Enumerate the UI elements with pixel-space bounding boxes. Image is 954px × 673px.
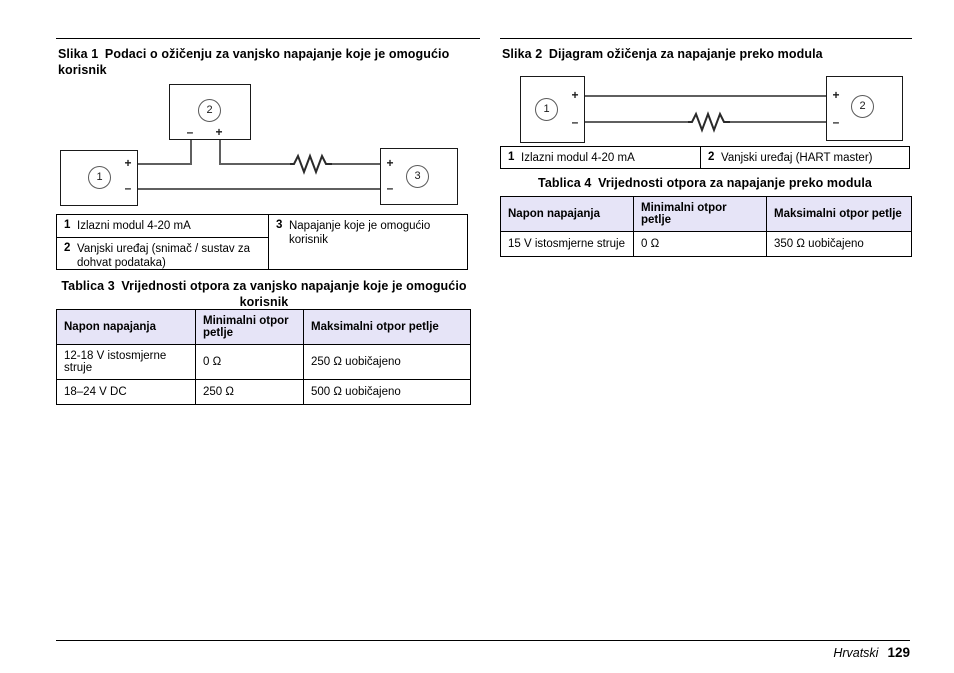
figure1-box2-plus-terminal: + xyxy=(215,125,223,139)
table3-header-cell: Maksimalni otpor petlje xyxy=(303,309,471,345)
legend-item-value: Vanjski uređaj (snimač / sustav za dohva… xyxy=(77,243,250,269)
figure1-legend-column-right: 3 Napajanje koje je omogućio korisnik xyxy=(267,215,467,269)
figure2-box2-plus-terminal: + xyxy=(832,88,840,102)
table4-header-row: Napon napajanja Minimalni otpor petlje M… xyxy=(500,196,912,232)
legend-item-value: Izlazni modul 4-20 mA xyxy=(521,152,635,164)
figure1-resistor-symbol xyxy=(290,153,332,175)
figure1-box3-plus-terminal: + xyxy=(386,156,394,170)
figure1-box2-minus-terminal: – xyxy=(186,125,194,139)
legend-item-key: 2 xyxy=(708,151,715,163)
figure1-caption-number: Slika 1 xyxy=(58,47,99,61)
legend-item-value: Vanjski uređaj (HART master) xyxy=(721,152,873,164)
table3-cell: 500 Ω uobičajeno xyxy=(303,379,471,405)
figure2-caption-text: Dijagram ožičenja za napajanje preko mod… xyxy=(548,47,823,61)
table3-cell: 12-18 V istosmjerne struje xyxy=(56,344,196,380)
figure1-wire-lower xyxy=(138,188,380,191)
figure2-diagram: 1 + – 2 + – xyxy=(0,0,954,150)
legend-item: 2 Vanjski uređaj (snimač / sustav za doh… xyxy=(57,237,268,274)
table3-header-cell: Napon napajanja xyxy=(56,309,196,345)
figure2-wire-upper xyxy=(585,95,826,98)
table4-header-cell: Napon napajanja xyxy=(500,196,634,232)
legend-item-key: 1 xyxy=(64,219,71,231)
figure1-wire-box2-plus-drop xyxy=(219,140,222,165)
table4-caption-number: Tablica 4 xyxy=(538,176,592,190)
figure2-wire-lower-right xyxy=(727,121,826,124)
figure1-legend-column-left: 1 Izlazni modul 4-20 mA 2 Vanjski uređaj… xyxy=(57,215,268,269)
figure1-box3-minus-terminal: – xyxy=(386,181,394,195)
figure2-legend: 1 Izlazni modul 4-20 mA 2 Vanjski uređaj… xyxy=(500,146,910,169)
table4-header-cell: Minimalni otpor petlje xyxy=(633,196,767,232)
table3-caption-text: Vrijednosti otpora za vanjsko napajanje … xyxy=(121,279,467,309)
figure2-wire-lower-left xyxy=(585,121,690,124)
figure2-box1-minus-terminal: – xyxy=(571,115,579,129)
figure1-wire-upper-right xyxy=(330,163,380,166)
table3-caption: Tablica 3 Vrijednosti otpora za vanjsko … xyxy=(56,278,472,310)
figure2-box2-minus-terminal: – xyxy=(832,115,840,129)
table3-cell: 18–24 V DC xyxy=(56,379,196,405)
figure1-wire-box2-minus-drop xyxy=(190,140,193,165)
figure2-legend-column-right: 2 Vanjski uređaj (HART master) xyxy=(700,147,909,168)
figure1-top-rule xyxy=(56,38,480,39)
legend-item-value: Izlazni modul 4-20 mA xyxy=(77,220,191,232)
figure2-legend-column-left: 1 Izlazni modul 4-20 mA xyxy=(501,147,700,168)
legend-item: 3 Napajanje koje je omogućio korisnik xyxy=(269,215,467,251)
table-row: 18–24 V DC 250 Ω 500 Ω uobičajeno xyxy=(56,379,471,405)
figure1-caption: Slika 1 Podaci o ožičenju za vanjsko nap… xyxy=(58,46,478,78)
table3-header-row: Napon napajanja Minimalni otpor petlje M… xyxy=(56,309,471,345)
table4-caption: Tablica 4 Vrijednosti otpora za napajanj… xyxy=(500,175,910,191)
figure1-box1-plus-terminal: + xyxy=(124,156,132,170)
figure2-box-1 xyxy=(520,76,585,143)
table4-cell: 0 Ω xyxy=(633,231,767,257)
figure1-callout-2: 2 xyxy=(198,99,221,122)
table4-cell: 15 V istosmjerne struje xyxy=(500,231,634,257)
figure2-caption: Slika 2 Dijagram ožičenja za napajanje p… xyxy=(502,46,912,62)
legend-item: 1 Izlazni modul 4-20 mA xyxy=(57,215,268,237)
table3-cell: 250 Ω uobičajeno xyxy=(303,344,471,380)
legend-item-value: Napajanje koje je omogućio korisnik xyxy=(288,220,431,246)
legend-item-key: 3 xyxy=(275,219,283,231)
figure1-diagram: 2 – + 1 + – 3 + – xyxy=(0,0,480,215)
figure2-callout-2: 2 xyxy=(851,95,874,118)
table3-cell: 250 Ω xyxy=(195,379,304,405)
figure1-wire-upper-mid xyxy=(219,163,292,166)
table4-caption-text: Vrijednosti otpora za napajanje preko mo… xyxy=(598,176,872,190)
table-row: 12-18 V istosmjerne struje 0 Ω 250 Ω uob… xyxy=(56,344,471,380)
legend-item: 1 Izlazni modul 4-20 mA xyxy=(501,147,700,169)
legend-item-key: 1 xyxy=(508,151,515,163)
figure1-caption-text: Podaci o ožičenju za vanjsko napajanje k… xyxy=(58,47,450,77)
page-footer: Hrvatski 129 xyxy=(833,645,910,660)
table3-caption-number: Tablica 3 xyxy=(61,279,115,293)
table4-header-cell: Maksimalni otpor petlje xyxy=(766,196,912,232)
legend-item: 2 Vanjski uređaj (HART master) xyxy=(701,147,909,169)
figure2-box1-plus-terminal: + xyxy=(571,88,579,102)
table3-header-cell: Minimalni otpor petlje xyxy=(195,309,304,345)
figure1-callout-3: 3 xyxy=(406,165,429,188)
table3-cell: 0 Ω xyxy=(195,344,304,380)
figure1-legend: 1 Izlazni modul 4-20 mA 2 Vanjski uređaj… xyxy=(56,214,468,270)
figure1-wire-upper-left xyxy=(138,163,192,166)
footer-language: Hrvatski xyxy=(833,646,879,660)
figure2-caption-number: Slika 2 xyxy=(502,47,543,61)
footer-rule xyxy=(56,640,910,641)
table4: Napon napajanja Minimalni otpor petlje M… xyxy=(500,196,912,257)
figure2-top-rule xyxy=(500,38,912,39)
figure2-resistor-symbol xyxy=(688,111,730,133)
figure2-callout-1: 1 xyxy=(535,98,558,121)
footer-page-number: 129 xyxy=(887,645,910,660)
table4-cell: 350 Ω uobičajeno xyxy=(766,231,912,257)
legend-item-key: 2 xyxy=(64,242,71,254)
table-row: 15 V istosmjerne struje 0 Ω 350 Ω uobiča… xyxy=(500,231,912,257)
legend-spacer xyxy=(269,251,467,269)
table3: Napon napajanja Minimalni otpor petlje M… xyxy=(56,309,471,405)
figure1-callout-1: 1 xyxy=(88,166,111,189)
figure1-box1-minus-terminal: – xyxy=(124,181,132,195)
